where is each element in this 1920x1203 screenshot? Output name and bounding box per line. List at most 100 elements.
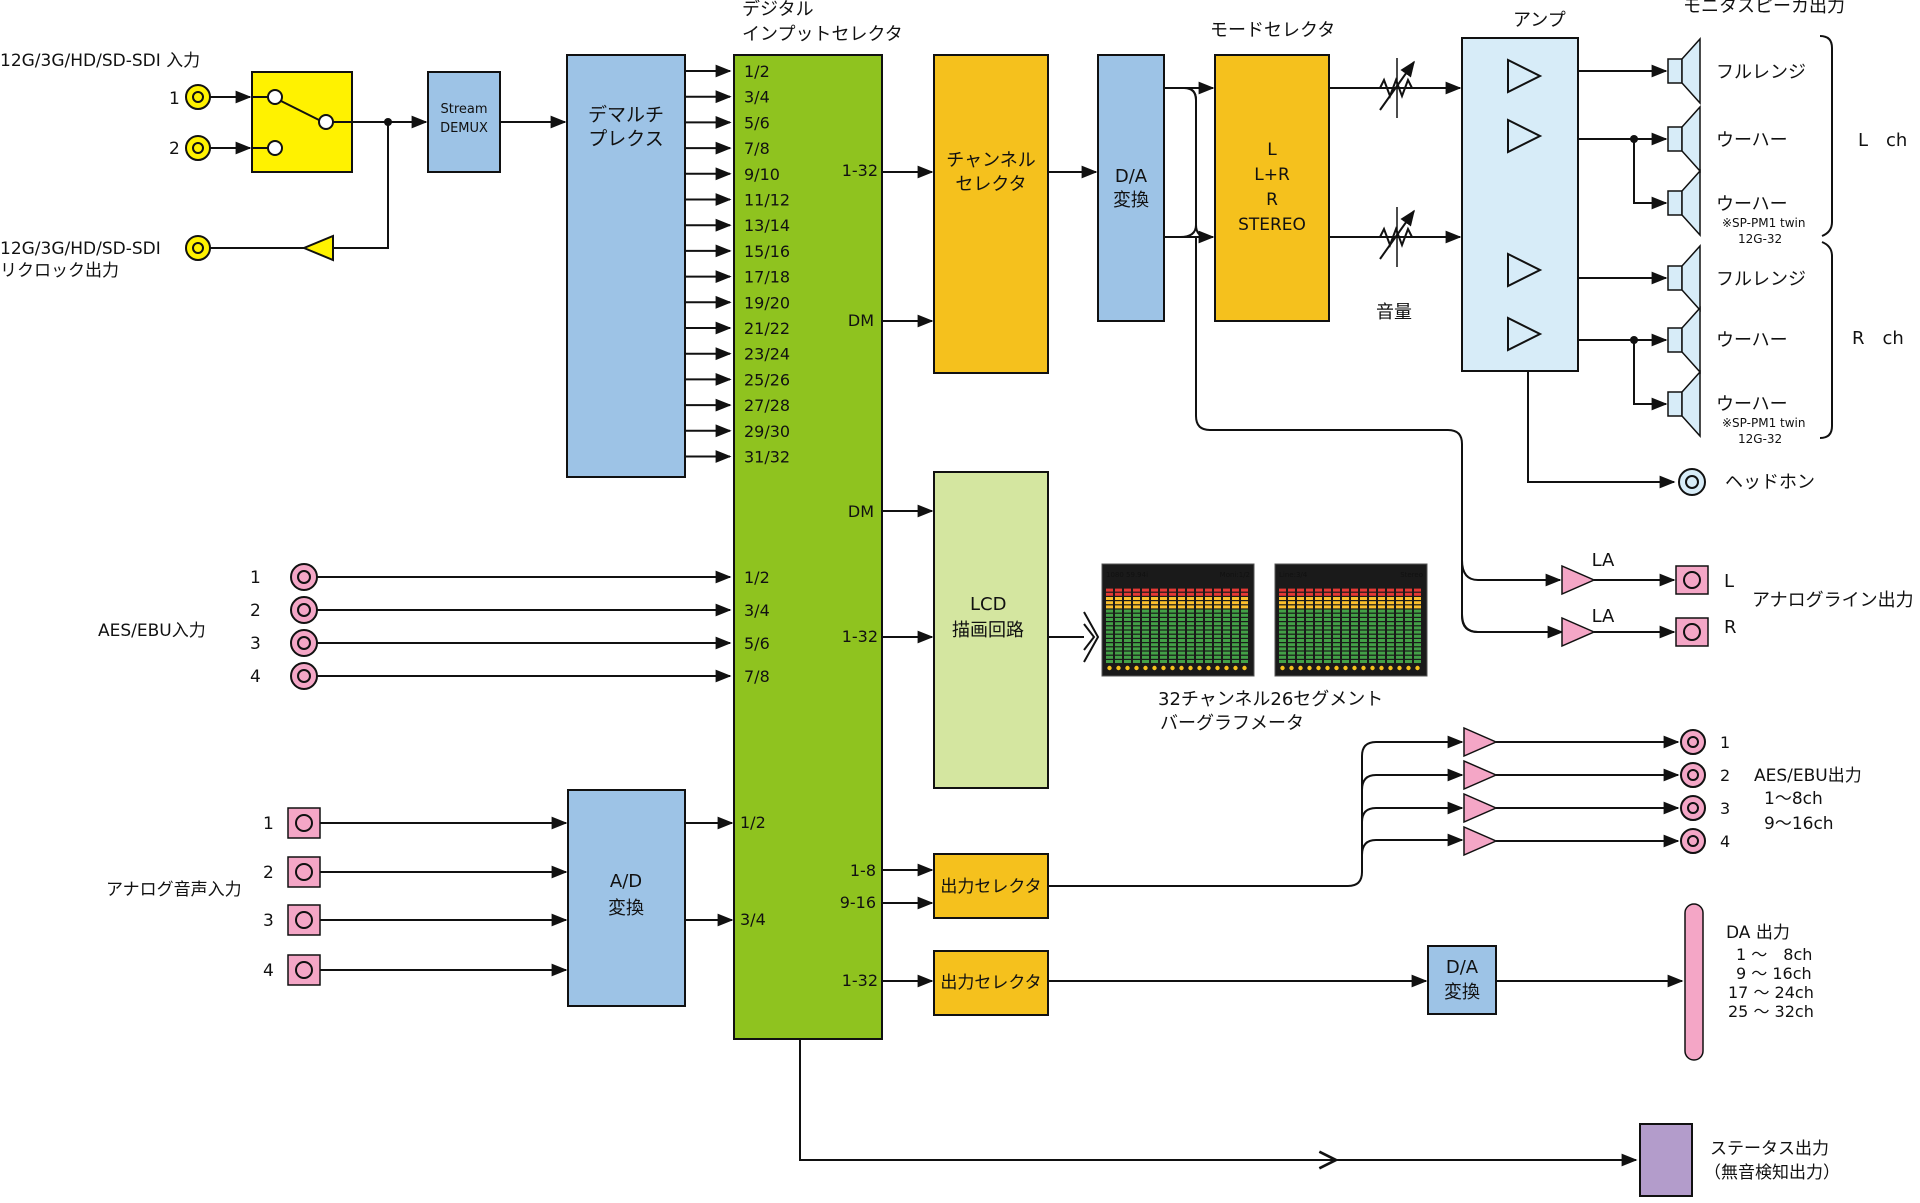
sdi-channel-label: 5/6: [744, 113, 770, 132]
meter-segment: [1414, 630, 1421, 634]
meter-segment: [1142, 639, 1149, 642]
meter-segment: [1306, 592, 1313, 596]
meter-segment: [1288, 634, 1295, 638]
meter-segment: [1369, 655, 1376, 659]
analog-in-connector-icon: [287, 954, 321, 986]
meter-segment: [1214, 630, 1221, 634]
speaker-icon: [1667, 306, 1701, 374]
meter-segment: [1124, 618, 1131, 621]
meter-segment: [1351, 626, 1358, 630]
meter-segment: [1297, 605, 1304, 609]
monitor-title: モニタスピーカ出力: [1683, 0, 1845, 17]
meter-segment: [1178, 655, 1185, 659]
meter-segment: [1315, 634, 1322, 638]
meter-segment: [1187, 655, 1194, 659]
meter-segment: [1214, 597, 1221, 600]
volume-l-icon: [1379, 58, 1415, 118]
meter-segment: [1214, 651, 1221, 655]
meter-segment: [1279, 588, 1286, 592]
analog-in-lines: 11223344: [263, 807, 590, 986]
meter-segment: [1378, 643, 1385, 647]
meter-segment: [1241, 647, 1248, 651]
meter-segment: [1279, 618, 1286, 621]
output-selector-2-label: 出力セレクタ: [940, 973, 1041, 993]
meter-segment: [1241, 618, 1248, 621]
analog-in-num: 4: [263, 961, 274, 981]
meter-segment: [1133, 630, 1140, 634]
meter-segment: [1106, 601, 1113, 605]
sdi-channel-label: 11/12: [744, 191, 790, 210]
meter-segment: [1106, 655, 1113, 659]
meter-segment: [1241, 592, 1248, 596]
meter-segment: [1360, 597, 1367, 600]
meter-segment: [1133, 597, 1140, 600]
meter-segment: [1279, 601, 1286, 605]
meter-segment: [1133, 626, 1140, 630]
meter-segment: [1360, 588, 1367, 592]
meter-segment: [1241, 651, 1248, 655]
meter-segment: [1297, 634, 1304, 638]
meter-segment: [1205, 626, 1212, 630]
meter-segment: [1133, 588, 1140, 592]
meter-segment: [1187, 613, 1194, 617]
meter-segment: [1378, 597, 1385, 600]
meter-segment: [1324, 660, 1331, 663]
selector-out-dm-2: DM: [848, 502, 874, 521]
meter-dot: [1370, 665, 1375, 671]
meter-segment: [1405, 609, 1412, 613]
meter-segment: [1378, 660, 1385, 663]
selector-out-1-32: 1-32: [842, 161, 878, 180]
sdi-channel-label: 19/20: [744, 293, 790, 312]
meter-segment: [1369, 613, 1376, 617]
meter-segment: [1115, 630, 1122, 634]
channel-selector-line2: セレクタ: [955, 174, 1026, 195]
meter-segment: [1342, 643, 1349, 647]
meter-segment: [1151, 626, 1158, 630]
da-convert-line2: 変換: [1113, 190, 1149, 211]
meter-segment: [1142, 647, 1149, 651]
analog-in-label: アナログ音声入力: [106, 880, 242, 900]
meter-segment: [1333, 592, 1340, 596]
meter-segment: [1306, 613, 1313, 617]
meter-segment: [1115, 647, 1122, 651]
meter-segment: [1133, 647, 1140, 651]
aes-in-label: AES/EBU入力: [98, 621, 206, 641]
meter-segment: [1205, 634, 1212, 638]
meter-segment: [1205, 660, 1212, 663]
selector-out-9-16: 9-16: [840, 893, 876, 912]
meter-segment: [1396, 634, 1403, 638]
meter-segment: [1288, 651, 1295, 655]
meter-segment: [1306, 655, 1313, 659]
analog-line-r-connector-icon: [1675, 617, 1709, 647]
output-selector-1-label: 出力セレクタ: [940, 877, 1041, 897]
meter-segment: [1169, 597, 1176, 600]
meter-segment: [1133, 613, 1140, 617]
demultiplex-block: [566, 54, 686, 478]
meter-segment: [1405, 626, 1412, 630]
selector-out-1-32-b: 1-32: [842, 627, 878, 646]
meter-segment: [1124, 609, 1131, 613]
meter-segment: [1169, 609, 1176, 613]
meter-segment: [1333, 655, 1340, 659]
meter-segment: [1297, 601, 1304, 605]
meter-segment: [1360, 660, 1367, 663]
meter-segment: [1351, 634, 1358, 638]
meter-segment: [1315, 605, 1322, 609]
meter-segment: [1106, 660, 1113, 663]
meter-segment: [1133, 643, 1140, 647]
meter-segment: [1414, 626, 1421, 630]
switch-icon: [252, 89, 334, 156]
meter-segment: [1342, 626, 1349, 630]
meter-segment: [1333, 605, 1340, 609]
meter-segment: [1187, 630, 1194, 634]
meter-segment: [1160, 626, 1167, 630]
meter-segment: [1351, 647, 1358, 651]
da-convert-line1: D/A: [1115, 166, 1148, 187]
meter-segment: [1333, 613, 1340, 617]
meter-dot: [1161, 665, 1166, 671]
aes-in-connector-icon: [290, 629, 318, 657]
meter-segment: [1106, 639, 1113, 642]
aes-out-connector-icon: [1680, 729, 1706, 755]
meter-segment: [1205, 609, 1212, 613]
volume-label: 音量: [1376, 302, 1412, 323]
